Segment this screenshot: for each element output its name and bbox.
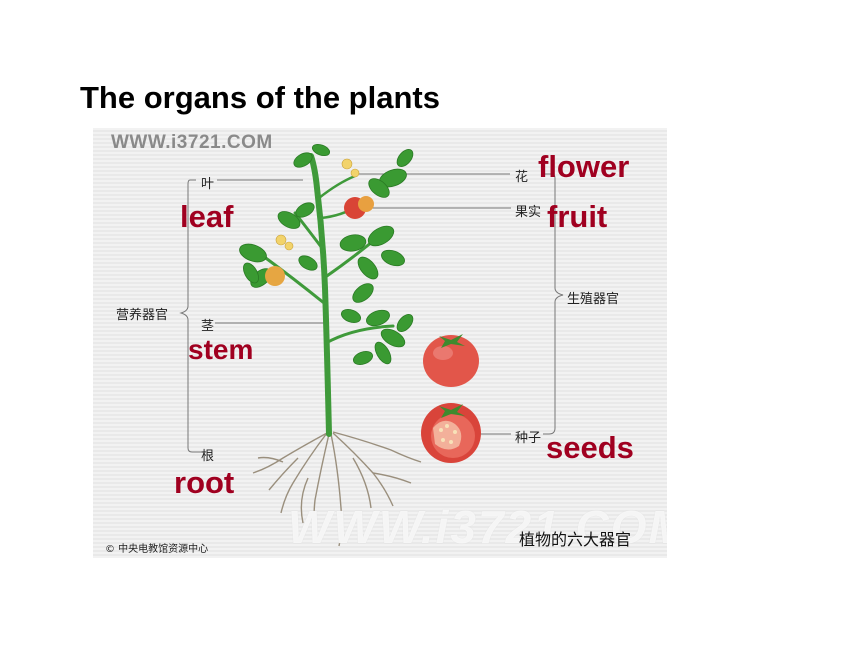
- cn-label-stem: 茎: [201, 319, 215, 334]
- bracket-lines: [179, 173, 564, 453]
- stem: [261, 153, 395, 437]
- cn-label-leaf: 叶: [201, 177, 215, 192]
- cn-label-fruit: 果实: [515, 205, 542, 220]
- cn-label-flower: 花: [515, 170, 529, 185]
- en-label-leaf: leaf: [180, 199, 234, 234]
- whole-tomato: [423, 334, 479, 387]
- plant-fruits: [265, 196, 374, 286]
- en-label-seeds: seeds: [546, 430, 634, 465]
- en-label-root: root: [174, 465, 235, 500]
- en-label-stem: stem: [188, 334, 254, 365]
- roots: [252, 431, 422, 547]
- en-label-fruit: fruit: [547, 199, 608, 234]
- cn-label-reproductive-organs: 生殖器官: [567, 292, 620, 307]
- plant-illustration: [179, 143, 564, 547]
- en-label-flower: flower: [538, 149, 630, 184]
- leaves: [239, 143, 414, 365]
- watermark-bottom: WWW.i3721.COM: [288, 501, 667, 553]
- cn-label-root: 根: [201, 449, 215, 464]
- flowers: [275, 158, 360, 251]
- copyright-text: © 中央电教馆资源中心: [105, 544, 209, 555]
- cn-label-vegetative-organs: 营养器官: [116, 308, 169, 323]
- cut-tomato: [421, 403, 481, 463]
- plant-organs-diagram: WWW.i3721.COM WWW.i3721.COM 叶 茎 根 营养器官 花…: [93, 128, 667, 558]
- cn-label-seeds: 种子: [515, 431, 542, 446]
- page-title: The organs of the plants: [80, 80, 440, 115]
- watermark-top: WWW.i3721.COM: [111, 132, 273, 153]
- figure-caption-cn: 植物的六大器官: [519, 530, 632, 549]
